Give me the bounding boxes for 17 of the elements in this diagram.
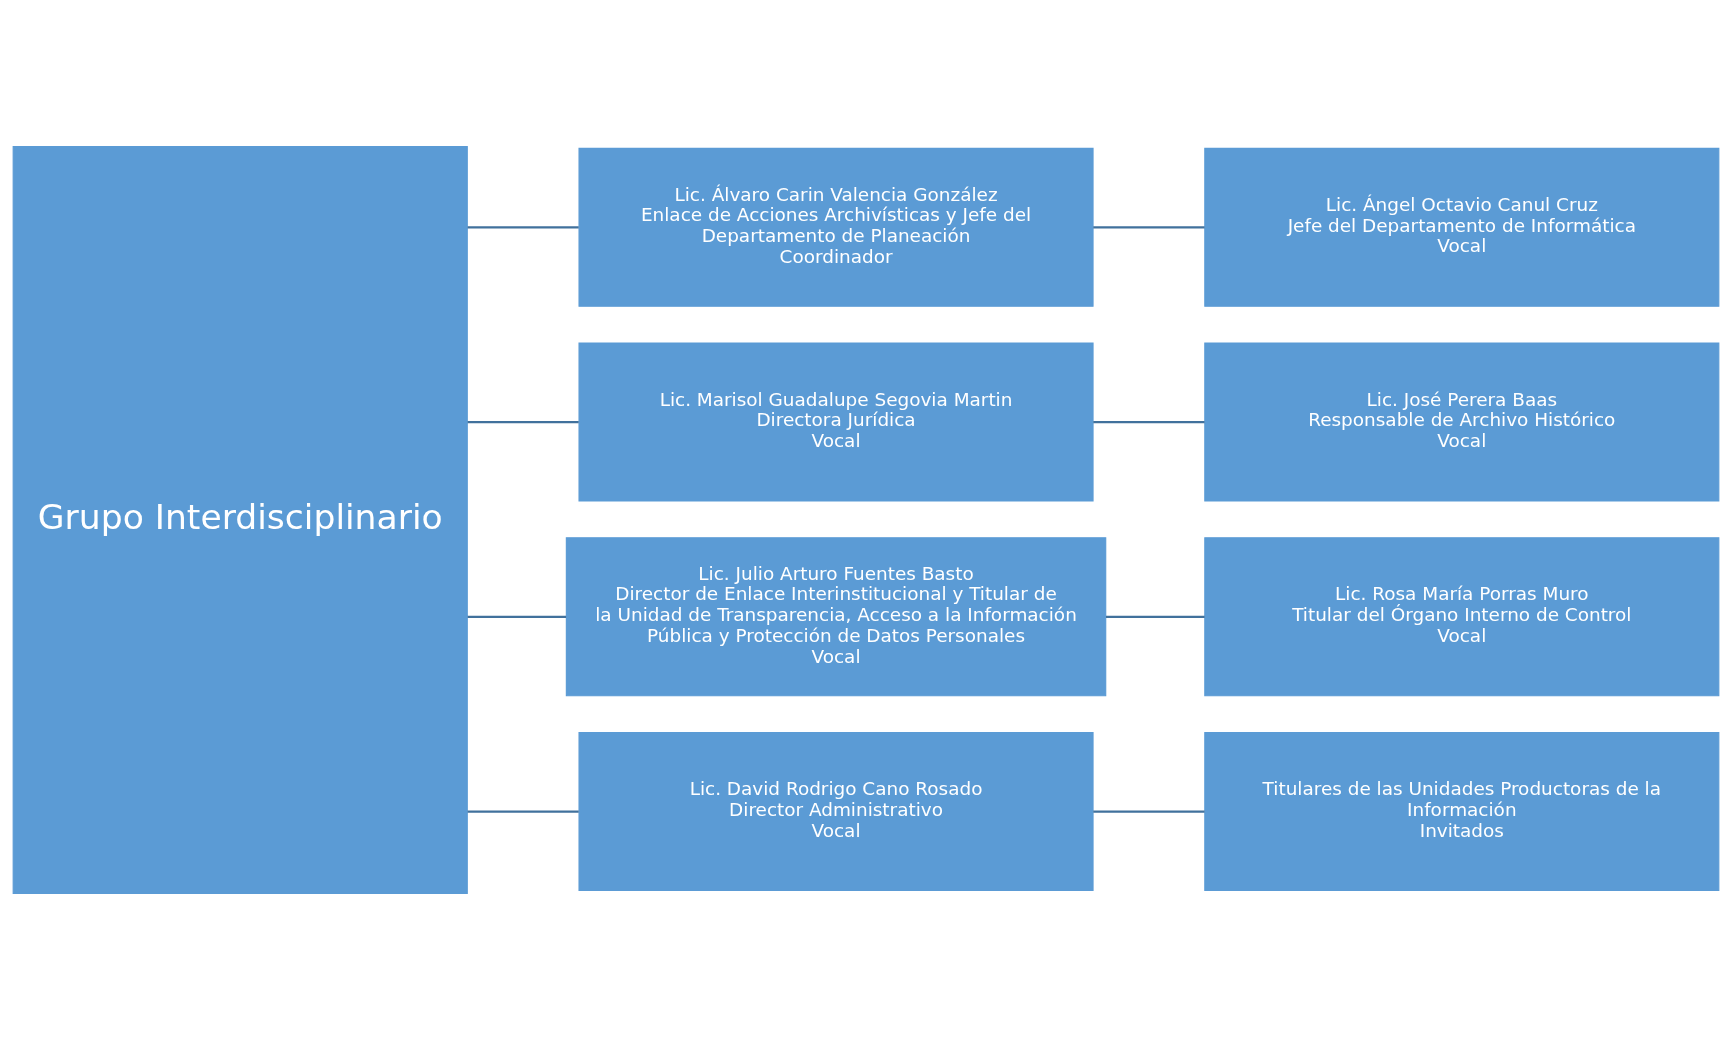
node-box: Lic. José Perera Baas Responsable de Archivo Histórico Vocal <box>1204 342 1720 502</box>
connector <box>467 810 579 813</box>
node-box: Lic. David Rodrigo Cano Rosado Director Administrativo Vocal <box>578 732 1094 892</box>
node-box: Lic. Julio Arturo Fuentes Basto Director de Enlace Interinstitucional y Titular de la Unidad de Transparencia, Acceso a la Información Pública y Protección de Datos Personales Vocal <box>565 537 1107 697</box>
connector <box>467 615 567 618</box>
node-box: Titulares de las Unidades Productoras de la Información Invitados <box>1204 732 1720 892</box>
connector <box>1093 420 1205 424</box>
connector <box>1105 615 1205 618</box>
connector <box>467 226 579 229</box>
node-box: Lic. Marisol Guadalupe Segovia Martin Directora Jurídica Vocal <box>578 342 1094 502</box>
connector <box>467 420 579 424</box>
node-box: Lic. Ángel Octavio Canul Cruz Jefe del Departamento de Informática Vocal <box>1204 147 1720 307</box>
node-box: Lic. Álvaro Carin Valencia González Enlace de Acciones Archivísticas y Jefe del Departamento de Planeación Coordinador <box>578 147 1094 307</box>
node-box: Grupo Interdisciplinario <box>12 146 468 894</box>
connector <box>1093 810 1205 813</box>
node-box: Lic. Rosa María Porras Muro Titular del Órgano Interno de Control Vocal <box>1204 537 1720 697</box>
connector <box>1093 226 1205 229</box>
